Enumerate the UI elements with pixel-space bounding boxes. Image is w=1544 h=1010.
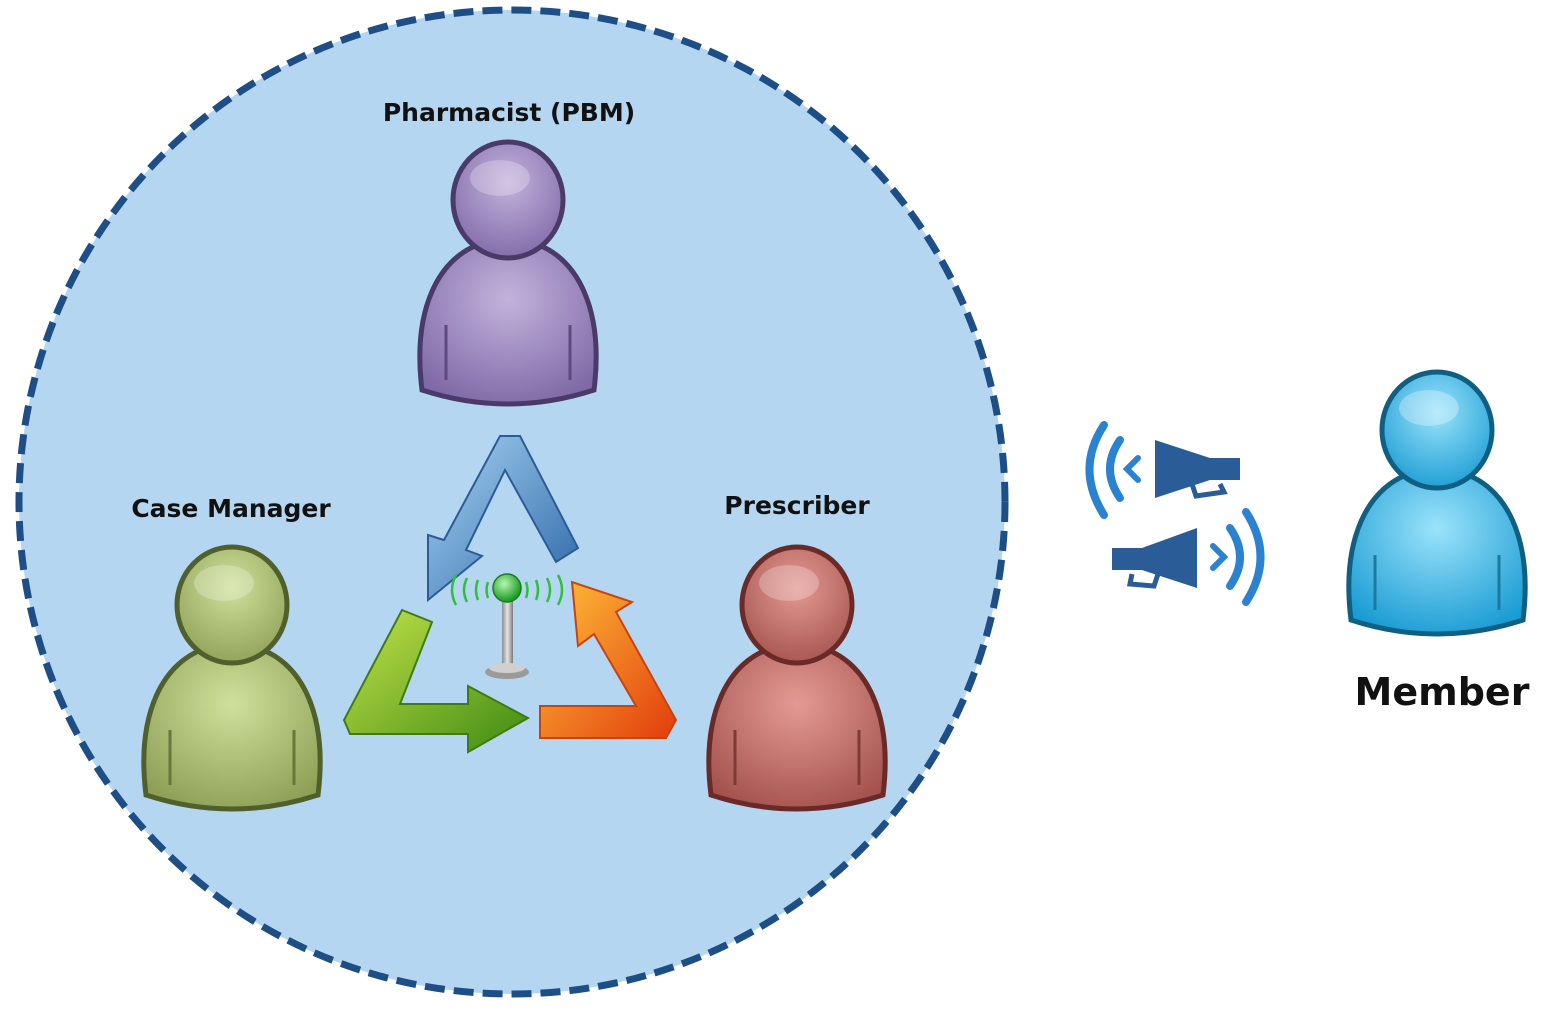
pharmacist-label: Pharmacist (PBM) [382,98,636,127]
megaphone-icon [1112,508,1265,606]
case-manager-label: Case Manager [131,494,331,523]
member-label: Member [1354,670,1530,714]
prescriber-label: Prescriber [724,491,870,520]
case-manager-person-icon [141,544,323,812]
member-person-icon [1346,369,1528,637]
green-cycle-arrow [342,608,531,754]
cycle-arrows-icon [342,435,678,754]
antenna-icon [450,573,564,679]
pharmacist-person-icon [417,139,599,407]
blue-cycle-arrow [427,435,580,603]
prescriber-person-icon [706,544,888,812]
megaphone-icon [1085,421,1240,519]
orange-cycle-arrow [539,580,678,739]
